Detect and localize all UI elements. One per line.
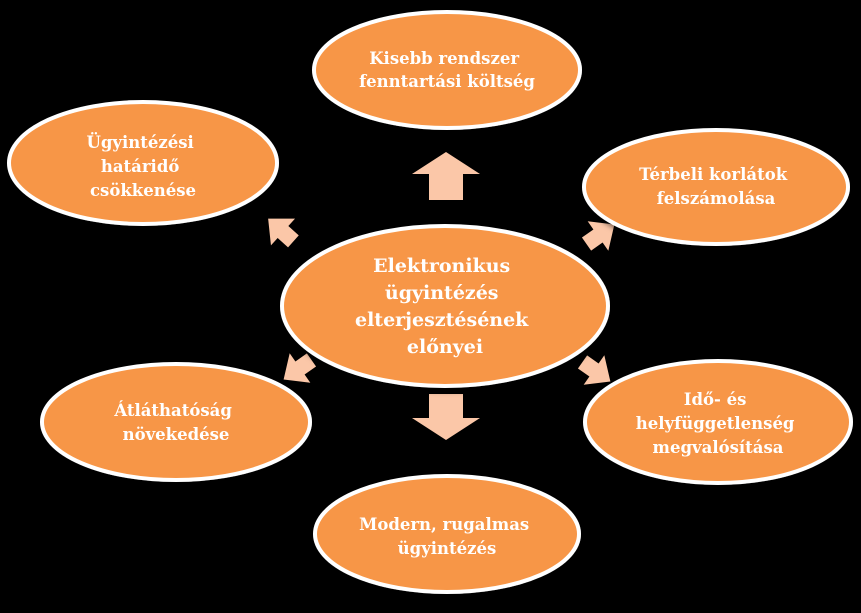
node-upper-left: Ügyintézési határidő csökkenése: [7, 100, 279, 226]
arrow-upper-right-icon: [581, 221, 615, 251]
node-lower-right: Idő- és helyfüggetlenség megvalósítása: [583, 359, 853, 485]
node-upper-left-text: Ügyintézési határidő csökkenése: [86, 132, 199, 200]
node-upper-right-text: Térbeli korlátok felszámolása: [639, 165, 793, 208]
node-bottom: Modern, rugalmas ügyintézés: [313, 474, 581, 594]
arrow-up-icon: [412, 152, 480, 200]
node-top-text: Kisebb rendszer fenntartási költség: [359, 49, 535, 91]
node-lower-left: Átláthatóság növekedése: [40, 362, 312, 482]
node-upper-right: Térbeli korlátok felszámolása: [582, 128, 850, 246]
center-node-text: Elektronikus ügyintézés elterjesztésének…: [355, 255, 535, 358]
node-lower-left-text: Átláthatóság növekedése: [113, 400, 237, 444]
arrow-down-icon: [412, 394, 480, 440]
center-node: Elektronikus ügyintézés elterjesztésének…: [280, 224, 610, 388]
arrows: [268, 152, 615, 440]
node-bottom-text: Modern, rugalmas ügyintézés: [359, 515, 535, 558]
arrow-lower-left-icon: [283, 353, 317, 383]
node-lower-right-text: Idő- és helyfüggetlenség megvalósítása: [636, 390, 800, 457]
arrow-lower-right-icon: [577, 355, 611, 385]
node-top: Kisebb rendszer fenntartási költség: [312, 10, 582, 130]
arrow-upper-left-icon: [268, 218, 299, 248]
